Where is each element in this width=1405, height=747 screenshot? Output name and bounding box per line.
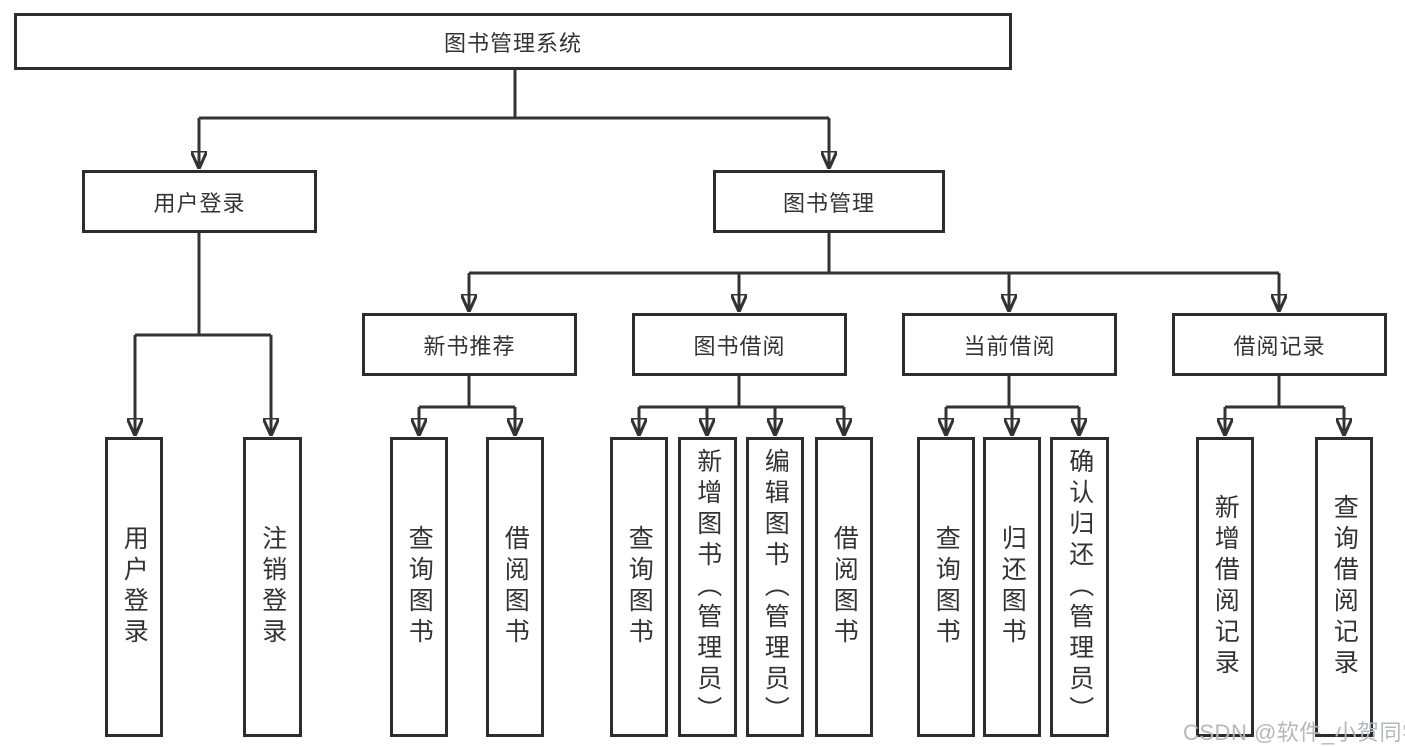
leaf-confirm-return-admin-label: 确认归还（管理员） [1065,447,1094,727]
node-book-borrow: 图书借阅 [632,313,847,376]
node-borrow-records: 借阅记录 [1172,313,1387,376]
leaf-logout-label: 注销登录 [258,525,287,649]
node-library-system-label: 图书管理系统 [443,30,582,56]
node-current-borrow: 当前借阅 [902,313,1117,376]
leaf-logout: 注销登录 [243,437,302,737]
node-book-borrow-label: 图书借阅 [693,333,786,359]
leaf-add-borrow-record: 新增借阅记录 [1196,437,1254,737]
leaf-confirm-return-admin: 确认归还（管理员） [1050,437,1109,737]
connector-book-borrow-spine [639,376,844,409]
node-new-book-recommend-label: 新书推荐 [423,333,516,359]
leaf-borrow-books-1-label: 借阅图书 [501,525,530,649]
leaf-borrow-books-2-label: 借阅图书 [830,525,859,649]
node-book-management: 图书管理 [713,170,945,233]
connector-root-spine [199,70,829,120]
node-current-borrow-label: 当前借阅 [963,333,1056,359]
leaf-user-login-label: 用户登录 [120,525,149,649]
leaf-add-book-admin: 新增图书（管理员） [678,437,737,737]
leaf-edit-book-admin: 编辑图书（管理员） [746,437,804,737]
leaf-query-books-2: 查询图书 [610,437,668,737]
leaf-query-borrow-record: 查询借阅记录 [1315,437,1373,737]
leaf-query-books-1: 查询图书 [390,437,448,737]
leaf-query-books-3: 查询图书 [917,437,975,737]
leaf-add-borrow-record-label: 新增借阅记录 [1211,494,1240,680]
node-book-management-label: 图书管理 [782,190,875,216]
leaf-query-books-1-label: 查询图书 [405,525,434,649]
csdn-watermark: CSDN @软件_小贺同学 [1183,720,1405,745]
leaf-add-book-admin-label: 新增图书（管理员） [693,447,722,727]
node-new-book-recommend: 新书推荐 [362,313,577,376]
leaf-query-books-3-label: 查询图书 [932,525,961,649]
leaf-borrow-books-2: 借阅图书 [815,437,873,737]
connector-borrow-records-spine [1225,376,1344,409]
node-user-login-label: 用户登录 [153,190,246,216]
node-borrow-records-label: 借阅记录 [1233,333,1326,359]
connector-user-login-spine [135,233,271,337]
leaf-borrow-books-1: 借阅图书 [486,437,544,737]
node-library-system: 图书管理系统 [14,13,1012,70]
leaf-query-borrow-record-label: 查询借阅记录 [1330,494,1359,680]
connector-new-book-spine [419,376,515,409]
node-user-login: 用户登录 [82,170,317,233]
connector-book-management-spine [469,233,1279,275]
leaf-return-book-label: 归还图书 [998,525,1027,649]
leaf-user-login: 用户登录 [105,437,163,737]
leaf-return-book: 归还图书 [983,437,1041,737]
leaf-query-books-2-label: 查询图书 [625,525,654,649]
leaf-edit-book-admin-label: 编辑图书（管理员） [761,447,790,727]
connector-current-borrow-spine [946,376,1079,409]
